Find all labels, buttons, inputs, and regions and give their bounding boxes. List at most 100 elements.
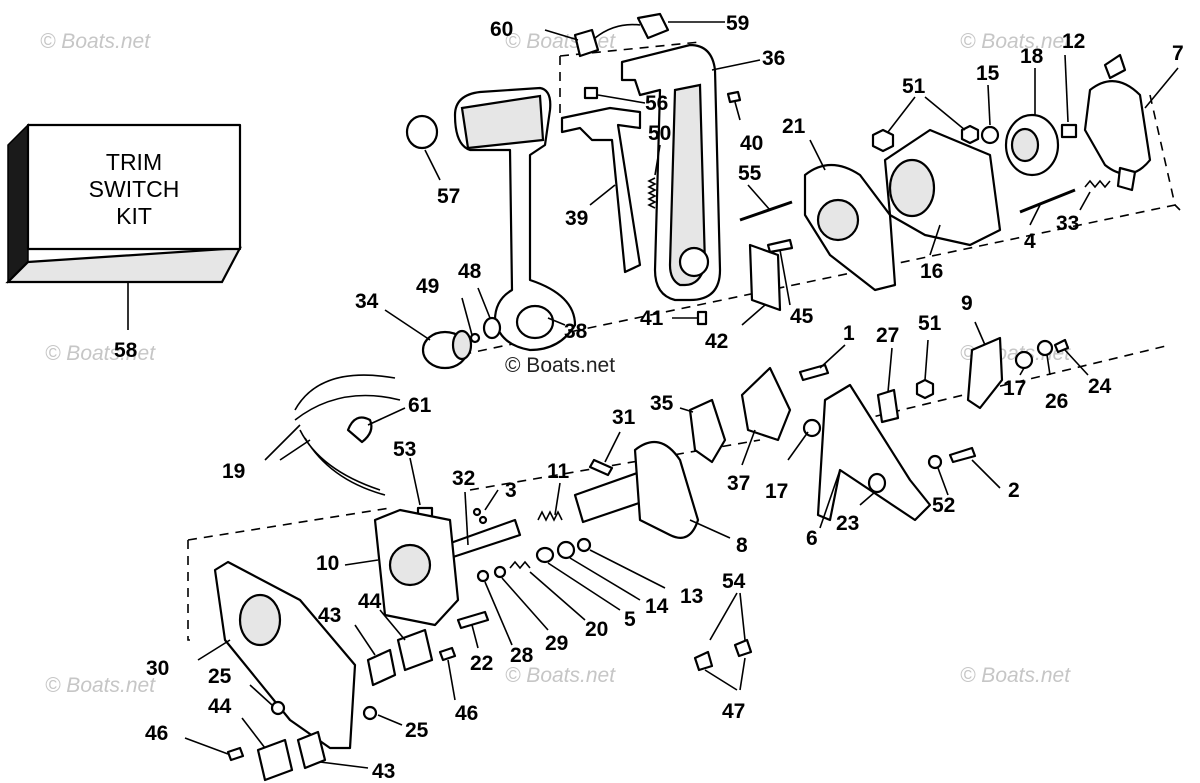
callout-51-mid: 51 <box>918 312 942 335</box>
part-55-bolt <box>739 200 793 222</box>
part-33-spring <box>1084 179 1111 189</box>
callout-21: 21 <box>782 115 806 138</box>
callout-54: 54 <box>722 570 746 593</box>
kit-box-line-3: KIT <box>116 203 152 229</box>
part-10-bore <box>388 543 432 587</box>
kit-box-left-face <box>7 123 29 284</box>
watermark-center: © Boats.net <box>505 354 615 377</box>
part-36-shaft-hub <box>678 246 710 278</box>
part-39-neutral-lock-lever <box>560 106 642 274</box>
callout-52: 52 <box>932 494 955 517</box>
part-28-washer <box>476 569 490 583</box>
callout-17-left: 17 <box>765 480 788 503</box>
part-20-spring <box>509 560 531 570</box>
callout-19: 19 <box>222 460 245 483</box>
callout-25-right: 25 <box>405 719 429 742</box>
callout-44-upper: 44 <box>358 590 382 613</box>
part-1-screw <box>798 363 830 382</box>
watermark-7: © Boats.net <box>960 664 1071 687</box>
part-30-back-plate <box>213 560 357 750</box>
callout-55: 55 <box>738 162 762 185</box>
callout-16: 16 <box>920 260 943 283</box>
callout-49: 49 <box>416 275 439 298</box>
watermark-3: © Boats.net <box>45 342 156 365</box>
part-57-cap <box>405 114 439 150</box>
part-37-bracket <box>740 366 792 442</box>
part-5-nut <box>535 546 555 564</box>
part-56-clip <box>583 86 599 100</box>
callout-41: 41 <box>640 307 664 330</box>
callout-33: 33 <box>1056 212 1079 235</box>
watermark-5: © Boats.net <box>45 674 156 697</box>
part-35-cam <box>688 398 727 464</box>
callout-1: 1 <box>843 322 855 345</box>
part-43-bushing-b <box>296 730 327 770</box>
callout-45: 45 <box>790 305 814 328</box>
part-21-bore <box>816 198 860 242</box>
callout-43-upper: 43 <box>318 604 341 627</box>
callout-47: 47 <box>722 700 745 723</box>
callout-46-right: 46 <box>455 702 478 725</box>
callout-38: 38 <box>564 320 588 343</box>
callout-25-left: 25 <box>208 665 232 688</box>
part-32-shift-shaft <box>443 518 522 560</box>
callout-15: 15 <box>976 62 1000 85</box>
callout-34: 34 <box>355 290 379 313</box>
callout-51-top: 51 <box>902 75 926 98</box>
callout-53: 53 <box>393 438 416 461</box>
callout-30: 30 <box>146 657 169 680</box>
callout-27: 27 <box>876 324 899 347</box>
lower-parts <box>213 336 1070 782</box>
part-22-screw <box>456 610 490 630</box>
callout-29: 29 <box>545 632 568 655</box>
part-4-screw <box>1019 188 1076 214</box>
callout-43-lower: 43 <box>372 760 395 783</box>
callout-26: 26 <box>1045 390 1068 413</box>
part-34-knob-face <box>451 329 473 361</box>
part-61-wire-clip <box>346 416 373 444</box>
part-49-screw <box>469 332 481 344</box>
part-19-wire-harness <box>294 374 401 496</box>
callout-24: 24 <box>1088 375 1112 398</box>
part-59-switch-bracket <box>636 12 670 40</box>
part-30-hole <box>238 593 282 647</box>
callout-5: 5 <box>624 608 636 631</box>
callout-leaders <box>184 21 1179 769</box>
callout-22: 22 <box>470 652 493 675</box>
part-13-ball <box>576 537 592 553</box>
part-46-screw-a <box>438 646 457 662</box>
part-7-detent-cover <box>1083 80 1152 175</box>
part-15-bushing <box>980 125 1000 145</box>
callout-2: 2 <box>1008 479 1020 502</box>
part-38-grip <box>460 94 545 150</box>
callout-58: 58 <box>114 339 138 362</box>
part-8-flange <box>633 440 700 539</box>
part-18-cam-bore <box>1010 127 1040 163</box>
part-3-ball-b <box>478 515 488 525</box>
part-31-pin <box>588 458 614 477</box>
callout-9: 9 <box>961 292 973 315</box>
callout-12: 12 <box>1062 30 1085 53</box>
assembly-outline <box>187 41 1181 641</box>
part-46-screw-b <box>226 746 245 762</box>
callout-14: 14 <box>645 595 669 618</box>
kit-box-line-1: TRIM <box>106 149 162 175</box>
callout-60: 60 <box>490 18 513 41</box>
part-7-top-tab <box>1103 53 1127 80</box>
part-52-washer <box>927 454 943 470</box>
callout-61: 61 <box>408 394 432 417</box>
part-27-block <box>876 388 900 424</box>
part-45-screw <box>766 238 794 254</box>
callout-17-right: 17 <box>1003 377 1026 400</box>
part-38-control-handle <box>453 86 577 352</box>
watermark-8: © Boats.net <box>505 30 616 53</box>
part-48-washer <box>482 316 502 340</box>
callout-18: 18 <box>1020 45 1044 68</box>
callout-11: 11 <box>547 460 570 483</box>
watermark-1: © Boats.net <box>40 30 151 53</box>
callout-50: 50 <box>648 122 671 145</box>
upper-assembly-outline <box>459 41 1181 356</box>
watermark-2: © Boats.net <box>960 30 1071 53</box>
callout-20: 20 <box>585 618 608 641</box>
